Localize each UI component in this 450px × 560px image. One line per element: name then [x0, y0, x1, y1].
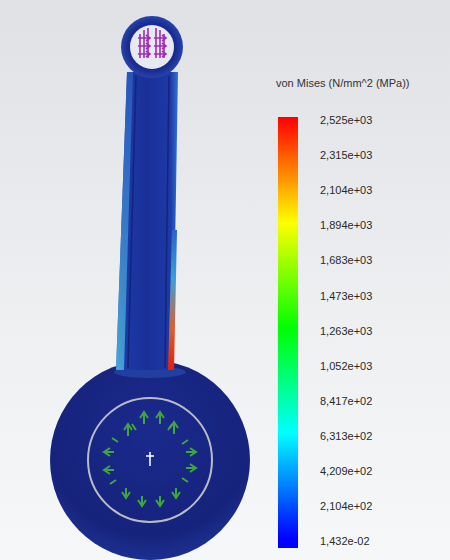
legend-value: 2,104e+03	[320, 184, 372, 197]
legend-row: 1,052e+03	[278, 363, 438, 381]
bore-outline	[88, 398, 212, 522]
legend-swatch	[278, 117, 298, 153]
web-edge	[165, 76, 169, 368]
legend-swatch	[278, 468, 298, 504]
pin-bore	[130, 25, 174, 69]
fixture-markers	[104, 412, 196, 506]
legend-value: 1,894e+03	[320, 219, 372, 232]
legend-value: 8,417e+02	[320, 395, 372, 408]
legend-value: 1,683e+03	[320, 254, 372, 267]
legend-row: 4,209e+02	[278, 468, 438, 486]
legend-swatch	[278, 222, 298, 258]
legend-swatch	[278, 363, 298, 399]
legend-swatch	[278, 187, 298, 223]
legend-swatch	[278, 538, 298, 548]
legend-row: 2,104e+02	[278, 503, 438, 521]
legend-swatch	[278, 328, 298, 364]
legend-value: 1,263e+03	[320, 325, 372, 338]
big-end	[50, 360, 250, 560]
legend-value: 2,315e+03	[320, 149, 372, 162]
legend-row: 2,315e+03	[278, 152, 438, 170]
legend-value: 2,525e+03	[320, 114, 372, 127]
shank	[116, 72, 178, 370]
legend-row: 2,104e+03	[278, 187, 438, 205]
small-end	[121, 16, 183, 78]
legend-row: 8,417e+02	[278, 398, 438, 416]
legend-value: 2,104e+02	[320, 500, 372, 513]
legend-value: 1,473e+03	[320, 290, 372, 303]
legend-row: 1,263e+03	[278, 328, 438, 346]
legend-row: 6,313e+02	[278, 433, 438, 451]
legend-swatch	[278, 398, 298, 434]
legend-row: 1,894e+03	[278, 222, 438, 240]
legend-title: von Mises (N/mm^2 (MPa))	[276, 77, 410, 89]
legend-swatch	[278, 503, 298, 539]
load-arrows	[138, 28, 166, 58]
legend-swatch	[278, 433, 298, 469]
legend-value: 1,052e+03	[320, 360, 372, 373]
legend-value: 4,209e+02	[320, 465, 372, 478]
legend-row: 1,432e-02	[278, 538, 438, 556]
legend-row: 1,683e+03	[278, 257, 438, 275]
stress-hotspot	[168, 230, 177, 370]
color-bar: 2,525e+03 2,315e+03 2,104e+03 1,894e+03 1,68…	[278, 117, 438, 557]
legend-value: 1,432e-02	[320, 535, 370, 548]
shank-left-flange	[116, 72, 133, 370]
web-edge	[128, 76, 136, 368]
legend-swatch	[278, 152, 298, 188]
legend-row: 1,473e+03	[278, 293, 438, 311]
legend-row: 2,525e+03	[278, 117, 438, 135]
origin-mark	[146, 452, 154, 466]
legend-value: 6,313e+02	[320, 430, 372, 443]
legend-swatch	[278, 293, 298, 329]
legend-swatch	[278, 257, 298, 293]
